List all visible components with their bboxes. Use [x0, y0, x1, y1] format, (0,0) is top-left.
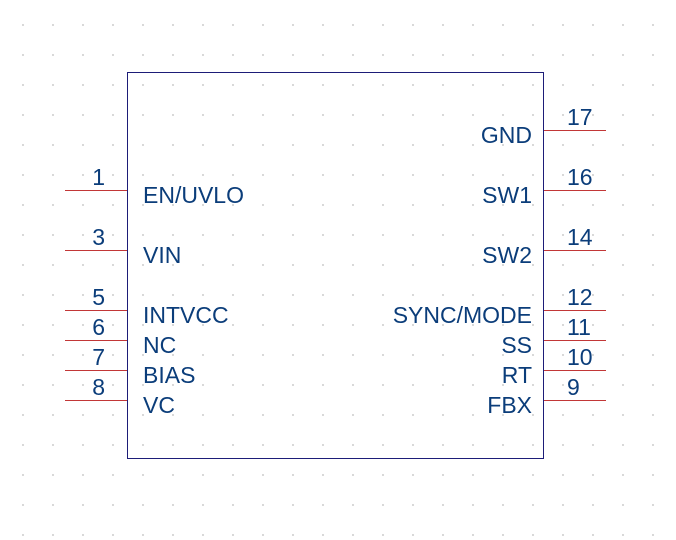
pin-number: 12	[567, 284, 593, 310]
pin-name: NC	[143, 332, 177, 358]
pin-line-right	[544, 250, 606, 251]
pin-line-right	[544, 340, 606, 341]
pin-number: 17	[567, 104, 593, 130]
pin-line-right	[544, 130, 606, 131]
pin-number: 10	[567, 344, 593, 370]
pin-line-left	[65, 310, 127, 311]
pin-name: VIN	[143, 242, 182, 268]
pin-name: SW1	[482, 182, 532, 208]
pin-line-right	[544, 310, 606, 311]
pin-number: 9	[567, 374, 580, 400]
pin-number: 11	[567, 314, 591, 340]
pin-number: 16	[567, 164, 593, 190]
pin-line-right	[544, 190, 606, 191]
pin-name: EN/UVLO	[143, 182, 244, 208]
pin-number: 3	[92, 224, 105, 250]
pin-name: VC	[143, 392, 175, 418]
pin-name: FBX	[487, 392, 532, 418]
pin-line-right	[544, 370, 606, 371]
pin-line-left	[65, 370, 127, 371]
pin-number: 6	[92, 314, 105, 340]
pin-line-left	[65, 190, 127, 191]
pin-number: 1	[92, 164, 105, 190]
pin-number: 5	[92, 284, 105, 310]
pin-number: 8	[92, 374, 105, 400]
pin-number: 7	[92, 344, 105, 370]
ic-body	[127, 72, 544, 459]
pin-line-left	[65, 400, 127, 401]
pin-name: BIAS	[143, 362, 196, 388]
pin-line-left	[65, 250, 127, 251]
pin-name: RT	[501, 362, 532, 388]
pin-name: GND	[480, 122, 532, 148]
pin-number: 14	[567, 224, 593, 250]
pin-line-right	[544, 400, 606, 401]
pin-name: INTVCC	[143, 302, 229, 328]
pin-line-left	[65, 340, 127, 341]
pin-name: SYNC/MODE	[392, 302, 532, 328]
pin-name: SS	[501, 332, 532, 358]
pin-name: SW2	[482, 242, 532, 268]
